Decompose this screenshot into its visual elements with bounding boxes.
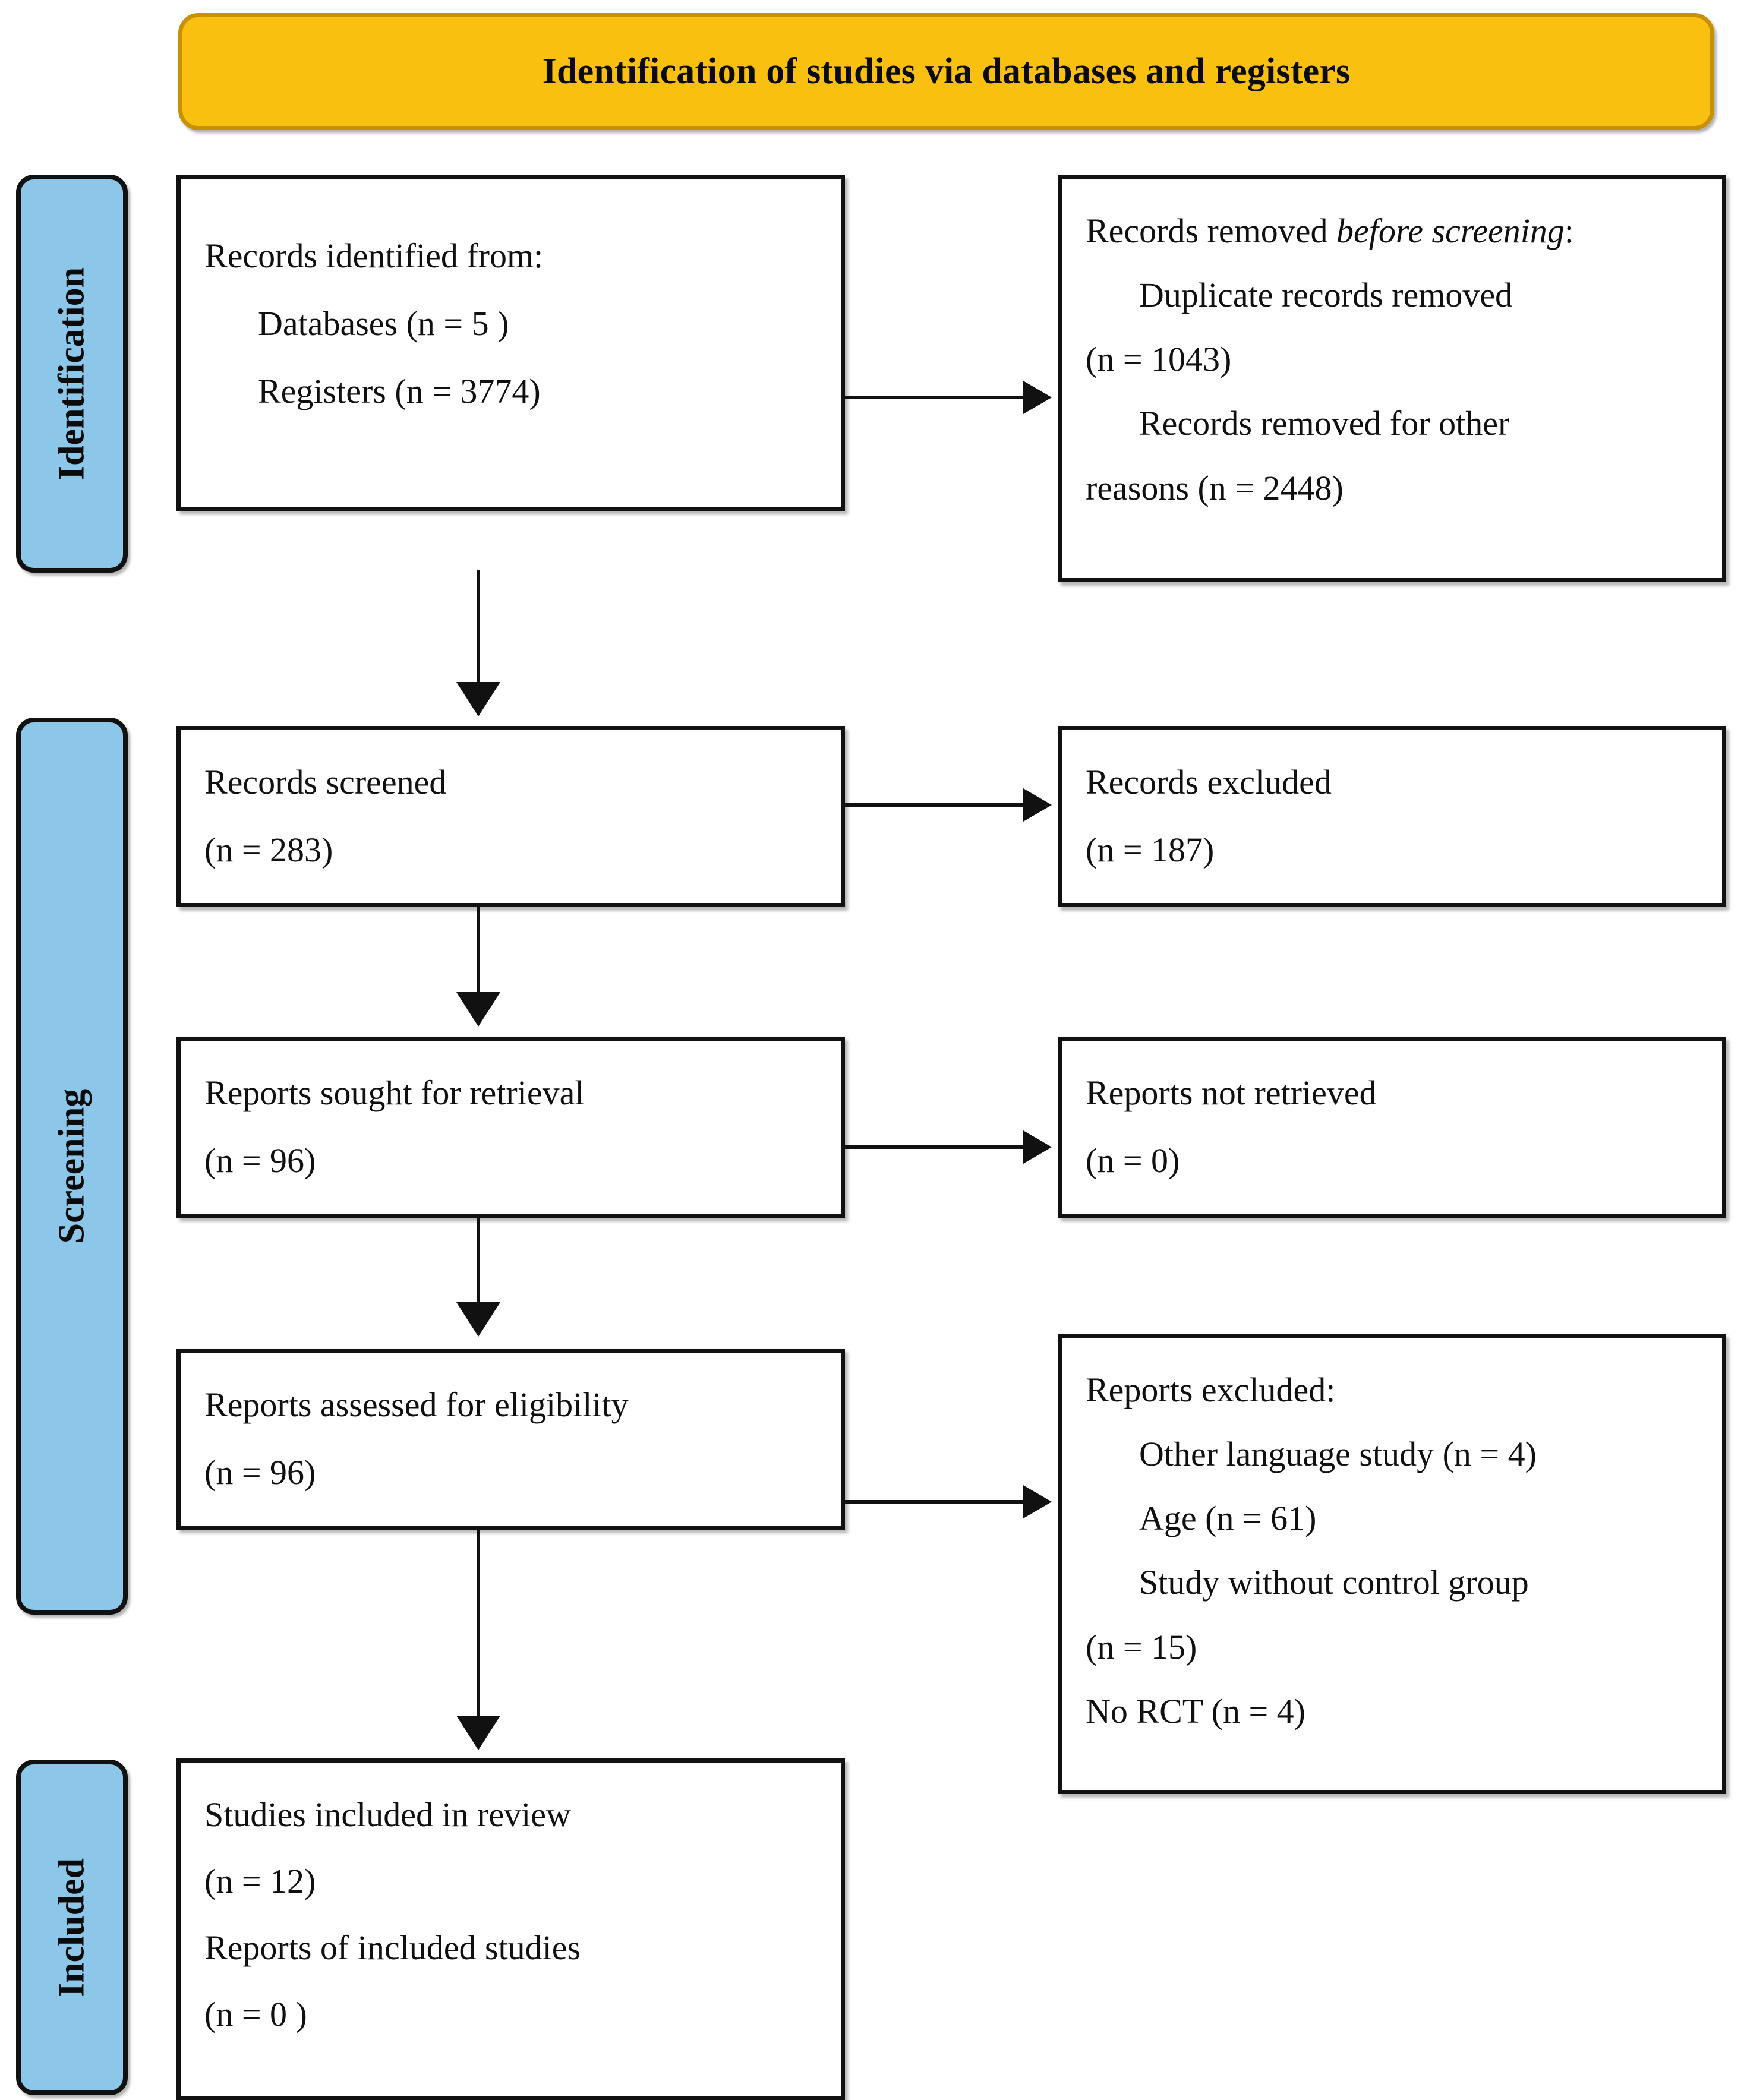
- reports-assessed-line-1: Reports assessed for eligibility: [204, 1385, 629, 1424]
- connector-identified-to-removed-line: [845, 396, 1023, 399]
- connector-sought-to-assessed-line: [477, 1218, 480, 1307]
- records-removed-line-2: (n = 1043): [1086, 340, 1232, 379]
- reports-sought-line-1: Reports sought for retrieval: [204, 1073, 585, 1112]
- records-screened-line-2: (n = 283): [204, 830, 333, 870]
- connector-screened-to-excluded-line: [845, 803, 1023, 807]
- reports-excluded-line-1: Reports excluded:: [1086, 1370, 1336, 1409]
- reports-not-retrieved-line-1: Reports not retrieved: [1086, 1073, 1377, 1112]
- reports-excluded-line-2: Other language study (n = 4): [1139, 1435, 1537, 1474]
- records-removed-title: Records removed before screening:: [1086, 205, 1698, 257]
- box-records-screened: Records screened (n = 283): [176, 726, 845, 907]
- studies-included-line-3: Reports of included studies: [204, 1928, 581, 1968]
- banner-title: Identification of studies via databases …: [542, 51, 1351, 92]
- connector-assessed-to-excluded-arrowhead: [1023, 1485, 1052, 1518]
- connector-assessed-to-excluded-line: [845, 1500, 1023, 1504]
- connector-assessed-to-included-line: [477, 1530, 480, 1720]
- box-records-identified: Records identified from: Databases (n = …: [176, 175, 845, 511]
- records-removed-line-3: Records removed for other: [1139, 404, 1510, 443]
- records-removed-title-suffix: :: [1564, 211, 1574, 250]
- reports-sought-line-2: (n = 96): [204, 1141, 316, 1180]
- connector-screened-to-excluded-arrowhead: [1023, 788, 1052, 822]
- connector-assessed-to-included-arrowhead: [456, 1716, 500, 1750]
- reports-excluded-line-6: No RCT (n = 4): [1086, 1691, 1305, 1730]
- connector-identified-to-screened-line: [477, 570, 480, 686]
- studies-included-line-2: (n = 12): [204, 1862, 316, 1901]
- records-identified-line-2: Databases (n = 5 ): [258, 304, 509, 343]
- reports-excluded-line-5: (n = 15): [1086, 1627, 1197, 1666]
- stage-pill-identification: Identification: [16, 175, 128, 573]
- stage-pill-included: Included: [16, 1760, 128, 2095]
- reports-not-retrieved-line-2: (n = 0): [1086, 1141, 1180, 1180]
- reports-assessed-line-2: (n = 96): [204, 1453, 316, 1492]
- box-reports-not-retrieved: Reports not retrieved (n = 0): [1058, 1037, 1726, 1218]
- records-excluded-line-2: (n = 187): [1086, 830, 1215, 870]
- records-removed-line-1: Duplicate records removed: [1139, 276, 1513, 315]
- records-excluded-line-1: Records excluded: [1086, 763, 1332, 801]
- stage-pill-included-label: Included: [51, 1858, 92, 1997]
- connector-sought-to-assessed-arrowhead: [456, 1302, 500, 1337]
- diagram-header-banner: Identification of studies via databases …: [178, 13, 1714, 130]
- records-removed-title-italic: before screening: [1336, 211, 1565, 250]
- reports-excluded-line-3: Age (n = 61): [1139, 1499, 1317, 1538]
- connector-screened-to-sought-arrowhead: [456, 992, 500, 1027]
- box-reports-excluded: Reports excluded: Other language study (…: [1058, 1334, 1726, 1794]
- box-reports-assessed: Reports assessed for eligibility (n = 96…: [176, 1349, 845, 1530]
- records-identified-line-3: Registers (n = 3774): [258, 372, 541, 411]
- records-removed-title-prefix: Records removed: [1086, 211, 1336, 250]
- connector-sought-to-not-retrieved-line: [845, 1145, 1023, 1149]
- records-screened-line-1: Records screened: [204, 763, 447, 801]
- stage-pill-screening: Screening: [16, 718, 128, 1615]
- studies-included-line-1: Studies included in review: [204, 1795, 571, 1834]
- records-removed-line-4: reasons (n = 2448): [1086, 468, 1344, 507]
- stage-pill-identification-label: Identification: [51, 267, 92, 481]
- connector-screened-to-sought-line: [477, 907, 480, 996]
- studies-included-line-4: (n = 0 ): [204, 1995, 307, 2034]
- connector-identified-to-removed-arrowhead: [1023, 381, 1052, 414]
- connector-identified-to-screened-arrowhead: [456, 682, 500, 716]
- records-identified-line-1: Records identified from:: [204, 236, 544, 275]
- box-records-removed: Records removed before screening: Duplic…: [1058, 175, 1726, 582]
- connector-sought-to-not-retrieved-arrowhead: [1023, 1130, 1052, 1164]
- box-reports-sought: Reports sought for retrieval (n = 96): [176, 1037, 845, 1218]
- box-studies-included: Studies included in review (n = 12) Repo…: [176, 1758, 845, 2100]
- reports-excluded-line-4: Study without control group: [1139, 1563, 1529, 1602]
- stage-pill-screening-label: Screening: [51, 1088, 92, 1244]
- box-records-excluded: Records excluded (n = 187): [1058, 726, 1726, 907]
